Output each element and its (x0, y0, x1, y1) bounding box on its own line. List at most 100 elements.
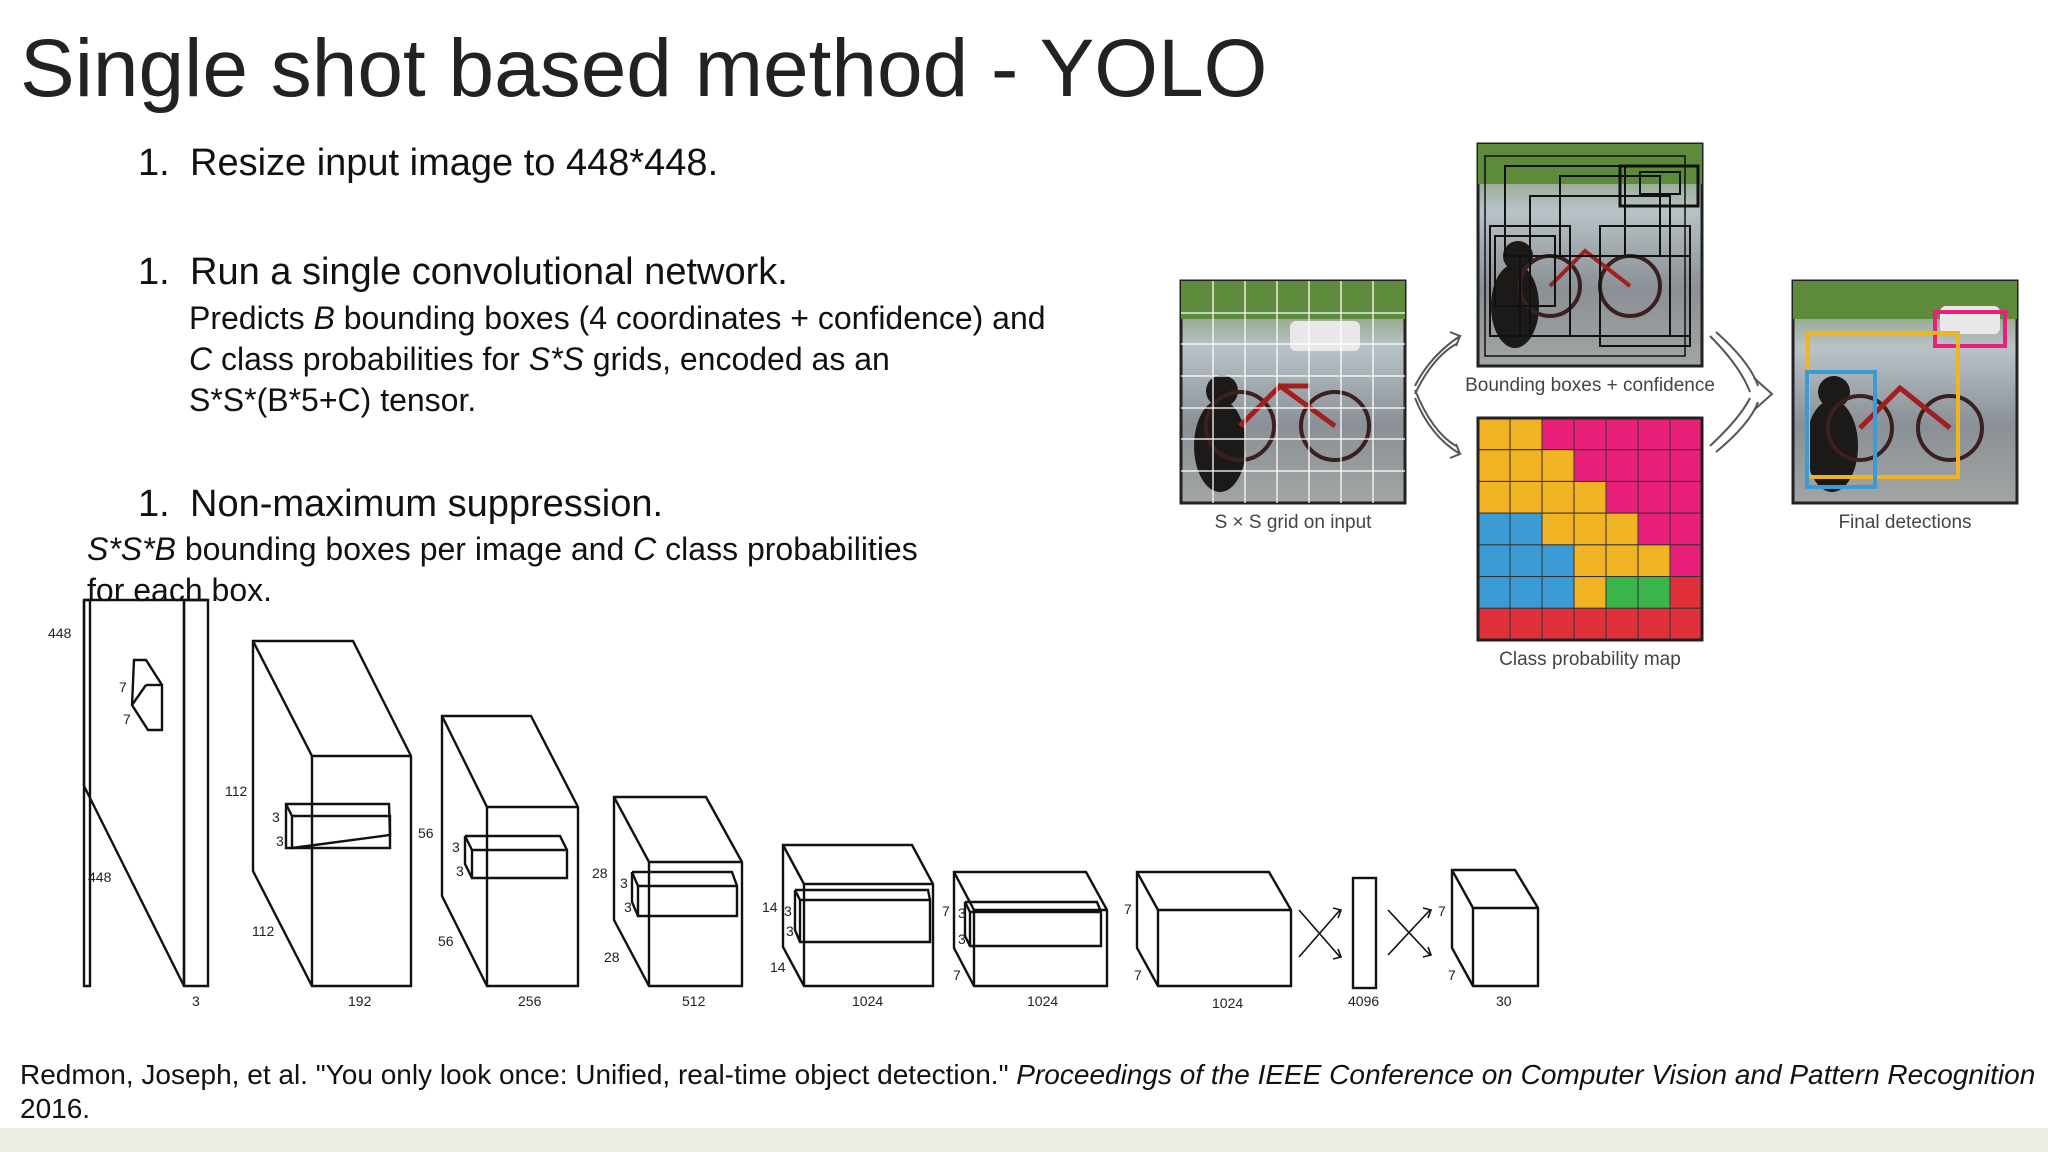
class-map-cell (1605, 417, 1639, 451)
class-map-cell (1573, 544, 1607, 578)
class-map-cell (1509, 544, 1543, 578)
class-map-cell (1669, 544, 1703, 578)
step-convnet: 1.Run a single convolutional network. (138, 251, 788, 294)
dim-label: 3 (958, 931, 966, 947)
class-map-cell (1541, 576, 1575, 609)
step-number: 1. (138, 142, 170, 184)
class-map-cell (1573, 512, 1607, 546)
citation-year: 2016. (20, 1093, 91, 1124)
desc-text: class probabilities (656, 531, 918, 567)
dim-label: 3 (624, 899, 632, 915)
class-map-cell (1477, 576, 1511, 609)
class-map-cell (1509, 480, 1543, 514)
dim-label: 14 (770, 959, 786, 975)
desc-text: bounding boxes per image and (175, 531, 634, 567)
classmap-label: Class probability map (1499, 649, 1681, 670)
class-map-cell (1637, 449, 1671, 482)
conv-block-7b (1135, 870, 1293, 988)
grid-label: S × S grid on input (1215, 512, 1373, 533)
network-architecture-diagram: 448 448 3 7 7 112 112 192 3 3 56 56 256 … (48, 598, 1540, 1011)
final-label: Final detections (1838, 512, 1971, 533)
dim-label: 448 (88, 869, 112, 885)
class-map-cell (1637, 512, 1671, 546)
desc-var-c: C (189, 341, 213, 377)
class-map-cell (1605, 449, 1639, 482)
class-map-cell (1477, 449, 1511, 482)
dim-label: 3 (786, 923, 794, 939)
desc-text: grids, encoded as an (583, 341, 890, 377)
class-map-cell (1605, 480, 1639, 514)
dim-label: 3 (276, 833, 284, 849)
slide-title: Single shot based method - YOLO (20, 23, 1268, 114)
final-detections-image (1791, 279, 2019, 505)
dim-label: 7 (1448, 967, 1456, 983)
dim-label: 4096 (1348, 993, 1379, 1009)
class-map-cell (1477, 480, 1511, 514)
input-layer (82, 598, 210, 988)
desc-var-ss: S*S (528, 341, 584, 377)
desc-text: class probabilities for (212, 341, 529, 377)
class-map-cell (1509, 576, 1543, 609)
dim-label: 256 (518, 993, 542, 1009)
dim-label: 7 (123, 711, 131, 727)
desc-var-b: B (313, 300, 335, 336)
dim-label: 1024 (852, 993, 883, 1009)
dim-label: 28 (592, 865, 608, 881)
desc-text: Predicts (189, 300, 314, 336)
boxes-label: Bounding boxes + confidence (1465, 375, 1715, 396)
class-map-cell (1669, 607, 1703, 641)
dim-label: 7 (119, 679, 127, 695)
citation: Redmon, Joseph, et al. "You only look on… (20, 1058, 2035, 1126)
dim-label: 1024 (1027, 993, 1058, 1009)
dim-label: 7 (942, 903, 950, 919)
class-map-cell (1573, 417, 1607, 451)
dim-label: 7 (1438, 903, 1446, 919)
dim-label: 512 (682, 993, 706, 1009)
class-map-cell (1669, 576, 1703, 609)
class-map-cell (1637, 544, 1671, 578)
conv-block-112 (251, 639, 413, 988)
dim-label: 3 (272, 809, 280, 825)
conv-block-7a (952, 870, 1109, 988)
class-map-cell (1509, 512, 1543, 546)
class-map-border (1476, 416, 1704, 642)
dim-label: 192 (348, 993, 372, 1009)
dim-label: 14 (762, 899, 778, 915)
conv-block-56 (440, 714, 580, 988)
dim-label: 28 (604, 949, 620, 965)
dim-label: 3 (452, 839, 460, 855)
dim-label: 56 (438, 933, 454, 949)
dim-label: 7 (1124, 901, 1132, 917)
class-map-cell (1541, 417, 1575, 451)
fc-layer-4096 (1351, 876, 1378, 990)
desc-text: bounding boxes (4 coordinates + confiden… (334, 300, 1046, 336)
class-map-cell (1605, 512, 1639, 546)
merge-arrow-icon (1709, 331, 1774, 453)
dim-label: 1024 (1212, 995, 1243, 1011)
bounding-boxes-image (1476, 142, 1704, 368)
desc-var-c: C (633, 531, 657, 567)
class-map-cell (1669, 480, 1703, 514)
class-map-cell (1541, 607, 1575, 641)
dim-label: 112 (252, 923, 275, 939)
dim-label: 56 (418, 825, 434, 841)
class-map-cell (1669, 512, 1703, 546)
class-map-cell (1573, 480, 1607, 514)
class-map-cell (1637, 576, 1671, 609)
class-map-cell (1509, 449, 1543, 482)
class-map-cell (1669, 417, 1703, 451)
input-grid-image (1179, 279, 1407, 505)
class-map-cell (1477, 417, 1511, 451)
output-block (1450, 868, 1540, 988)
step-convnet-description: Predicts B bounding boxes (4 coordinates… (189, 298, 1046, 421)
slide-footer-bar (0, 1128, 2048, 1152)
class-map-cell (1573, 607, 1607, 641)
step-resize: 1.Resize input image to 448*448. (138, 142, 718, 185)
dim-label: 3 (620, 875, 628, 891)
step-number: 1. (138, 483, 170, 525)
citation-authors: Redmon, Joseph, et al. "You only look on… (20, 1059, 1017, 1090)
desc-var-ssb: S*S*B (87, 531, 176, 567)
conv-block-14 (781, 843, 935, 988)
dim-label: 3 (958, 905, 966, 921)
dog-detection-box (1805, 370, 1877, 489)
